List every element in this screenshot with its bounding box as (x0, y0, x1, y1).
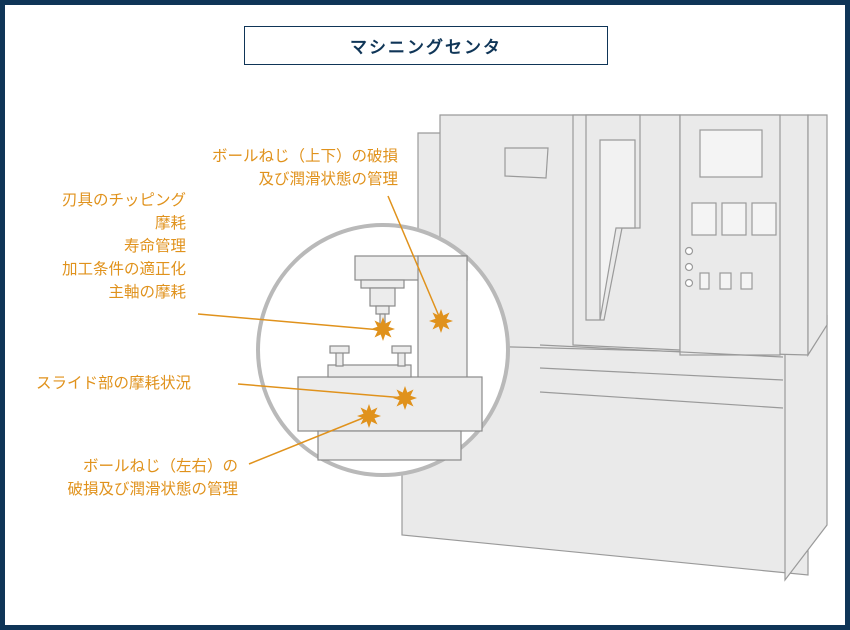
label-line: 主軸の摩耗 (108, 283, 186, 301)
label-line: 及び潤滑状態の管理 (258, 170, 398, 188)
burst-icon-ballscrew-horizontal (357, 404, 381, 428)
machine-side-panel (807, 114, 828, 358)
table-top (327, 364, 412, 378)
control-key-2 (721, 202, 747, 236)
control-key-1 (691, 202, 717, 236)
clamp-right (391, 345, 412, 354)
label-line: 摩耗 (154, 214, 186, 232)
label-line: ボールねじ（左右）の (82, 457, 238, 475)
label-ballscrew-horizontal: ボールねじ（左右）の 破損及び潤滑状態の管理 (67, 455, 238, 501)
burst-icon-slide (393, 386, 417, 410)
label-spindle: 刃具のチッピング 摩耗 寿命管理 加工条件の適正化 主軸の摩耗 (62, 189, 186, 304)
table-base (297, 376, 483, 432)
diagram-title: マシニングセンタ (244, 26, 608, 65)
damage-markers (357, 309, 453, 428)
clamp-left-post (335, 351, 344, 367)
label-line: 寿命管理 (123, 237, 186, 255)
control-knob-2 (684, 262, 694, 272)
body-band-2 (539, 367, 784, 381)
label-slide: スライド部の摩耗状況 (36, 372, 191, 395)
burst-icon-spindle (371, 317, 395, 341)
control-knob-3 (684, 278, 694, 288)
label-line: スライド部の摩耗状況 (36, 374, 192, 392)
spindle-head (360, 279, 405, 289)
control-knob-1 (684, 246, 694, 256)
leader-ballscrew-vertical (387, 195, 442, 322)
machine-window (504, 147, 549, 179)
label-line: 破損及び潤滑状態の管理 (67, 480, 238, 498)
spindle-nose (375, 305, 390, 315)
machine-cavity-inner (599, 139, 636, 321)
label-ballscrew-vertical: ボールねじ（上下）の破損 及び潤滑状態の管理 (212, 145, 398, 191)
control-switch-2 (719, 272, 732, 290)
body-band-3 (539, 391, 784, 409)
leader-ballscrew-horizontal (248, 415, 369, 465)
machine-base-side (784, 314, 828, 582)
label-line: ボールねじ（上下）の破損 (211, 147, 398, 165)
saddle (317, 430, 462, 461)
leader-slide (237, 383, 406, 399)
clamp-left (329, 345, 350, 354)
control-switch-3 (740, 272, 753, 290)
label-line: 刃具のチッピング (61, 191, 186, 209)
burst-icon-ballscrew-vertical (429, 309, 453, 333)
spindle-body (369, 287, 396, 307)
leader-spindle (197, 313, 382, 331)
control-switch-1 (699, 272, 710, 290)
control-key-3 (751, 202, 777, 236)
body-band-1 (539, 344, 784, 358)
label-line: 加工条件の適正化 (61, 260, 186, 278)
clamp-right-post (397, 351, 406, 367)
control-screen (699, 129, 763, 178)
leader-lines (197, 195, 442, 465)
